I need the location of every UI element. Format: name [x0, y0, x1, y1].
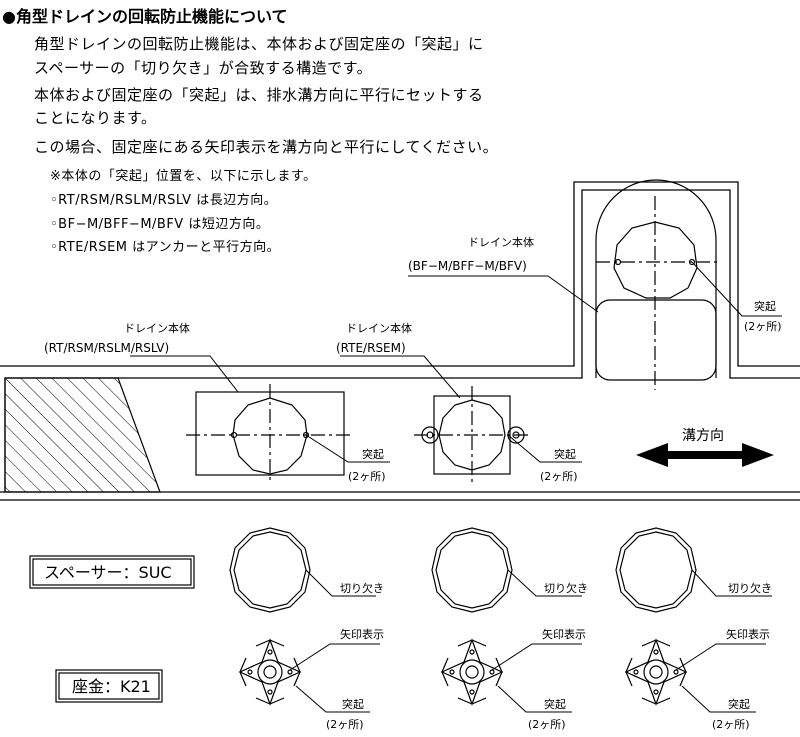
rt-drain: [186, 384, 352, 484]
seat-3: [624, 638, 688, 706]
leader-rt-protrusion: [305, 434, 390, 463]
note-line-3: ◦BF−M/BFF−M/BFV は短辺方向。: [50, 217, 270, 232]
bf-drain-body: [595, 179, 717, 378]
rte-count-label: (2ヶ所): [540, 470, 578, 483]
spacer-3: [615, 527, 697, 613]
leader-notch-1: [305, 569, 376, 597]
leader-bf-body: [408, 275, 599, 313]
seat-protrusion-label-2: 突起: [544, 697, 566, 711]
rte-model-label: (RTE/RSEM): [336, 341, 406, 355]
seat-count-label-2: (2ヶ所): [528, 718, 566, 731]
rt-body-label: ドレイン本体: [124, 321, 190, 335]
direction-label: 溝方向: [682, 428, 724, 444]
leader-bf-protrusion: [691, 261, 782, 317]
leader-rte-body: [340, 355, 461, 399]
paragraph-line-4: ことになります。: [34, 109, 157, 127]
leader-seat-prot-3: [681, 685, 756, 713]
paragraph-line-2: スペーサーの「切り欠き」が合致する構造です。: [34, 59, 373, 77]
spacer-2: [431, 527, 513, 613]
rt-count-label: (2ヶ所): [348, 470, 386, 483]
seat-box-label: 座金：K21: [72, 677, 151, 696]
notch-label-2: 切り欠き: [544, 581, 588, 595]
bf-count-label: (2ヶ所): [744, 320, 782, 333]
leader-arrow-mark-3: [675, 643, 766, 671]
notch-label-3: 切り欠き: [728, 581, 772, 595]
note-line-4: ◦RTE/RSEM はアンカーと平行方向。: [50, 240, 281, 255]
gutter-outline-top: [0, 181, 800, 367]
leader-seat-prot-1: [295, 685, 370, 713]
note-line-2: ◦RT/RSM/RSLM/RSLV は長辺方向。: [50, 193, 278, 208]
hatched-wall: [4, 377, 161, 493]
spacer-1: [229, 527, 311, 613]
leader-seat-prot-2: [497, 685, 572, 713]
arrow-mark-label-1: 矢印表示: [340, 627, 384, 641]
paragraph-line-1: 角型ドレインの回転防止機能は、本体および固定座の「突起」に: [34, 35, 484, 53]
leader-notch-2: [507, 569, 582, 597]
rte-drain: [414, 386, 532, 484]
arrow-mark-label-2: 矢印表示: [542, 627, 586, 641]
rt-protrusion-label: 突起: [362, 447, 384, 461]
rte-body-label: ドレイン本体: [346, 321, 412, 335]
spacer-box-label: スペーサー：SUC: [44, 563, 172, 582]
notch-label-1: 切り欠き: [340, 581, 384, 595]
gutter-inner-top: [5, 189, 800, 379]
bf-model-label: (BF−M/BFF−M/BFV): [408, 259, 527, 273]
leader-rte-protrusion: [507, 434, 582, 463]
rt-model-label: (RT/RSM/RSLM/RSLV): [44, 341, 169, 355]
section-heading: ●角型ドレインの回転防止機能について: [2, 7, 288, 26]
spacer-label-box: [29, 555, 195, 589]
rte-protrusion-label: 突起: [554, 447, 576, 461]
bf-body-label: ドレイン本体: [468, 235, 534, 249]
bf-drain-polygon: [613, 221, 698, 299]
arrow-mark-label-3: 矢印表示: [726, 627, 770, 641]
seat-protrusion-label-3: 突起: [728, 697, 750, 711]
leader-rt-body: [130, 355, 239, 393]
bf-protrusion-label: 突起: [754, 299, 776, 313]
seat-protrusion-label-1: 突起: [342, 697, 364, 711]
seat-1: [238, 638, 302, 706]
direction-arrow: [636, 443, 774, 467]
seat-2: [440, 638, 504, 706]
leader-notch-3: [691, 569, 772, 597]
leader-arrow-mark-2: [491, 643, 582, 671]
leader-arrow-mark-1: [289, 643, 380, 671]
note-line-1: ※本体の「突起」位置を、以下に示します。: [50, 169, 317, 184]
paragraph-line-5: この場合、固定座にある矢印表示を溝方向と平行にしてください。: [34, 138, 499, 156]
seat-count-label-3: (2ヶ所): [712, 718, 750, 731]
seat-count-label-1: (2ヶ所): [326, 718, 364, 731]
seat-label-box: [55, 669, 163, 703]
bf-drain-frame: [595, 299, 717, 381]
paragraph-line-3: 本体および固定座の「突起」は、排水溝方向に平行にセットする: [34, 86, 484, 104]
